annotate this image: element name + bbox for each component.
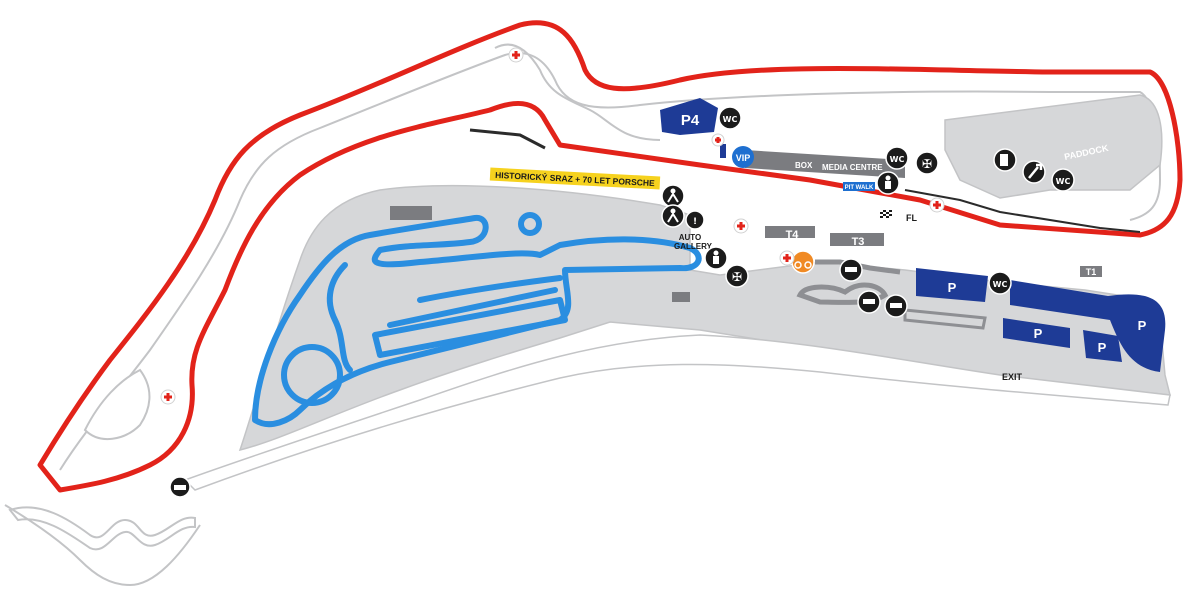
parking-p4: [660, 98, 718, 135]
car-icon: [720, 144, 726, 158]
karting-track: [796, 282, 889, 305]
checkered-flag-icon: [880, 210, 892, 218]
service-wrench-icon: [1022, 160, 1046, 184]
wc-icon: WC: [988, 271, 1012, 295]
restaurant-icon: ✠: [915, 151, 939, 175]
info-person-icon: !: [685, 210, 705, 230]
fl-label: FL: [906, 213, 917, 223]
info-person-icon: [876, 171, 900, 195]
go-kart-icon: [839, 258, 863, 282]
pit-exit-dark-line: [904, 189, 1141, 233]
info-person-icon: [704, 246, 728, 270]
svg-text:WC: WC: [890, 155, 905, 164]
outer-service-road: [8, 506, 196, 551]
grandstand-t4: [765, 226, 815, 238]
svg-text:WC: WC: [993, 280, 1008, 289]
parking-label-1: P: [948, 280, 957, 295]
car-icon: [169, 476, 191, 498]
exit-label: EXIT: [1002, 372, 1023, 382]
north-service-road: [494, 43, 661, 141]
media-centre-label: MEDIA CENTRE: [822, 163, 883, 172]
wc-icon: WC: [885, 146, 909, 170]
first-aid-icon: [160, 389, 176, 405]
wc-icon: WC: [718, 106, 742, 130]
parking-area-2: [1010, 280, 1166, 372]
infield-small-building: [672, 292, 690, 302]
south-access-road: [183, 334, 1171, 491]
first-aid-icon: [929, 197, 945, 213]
pit-walk-label: PIT WALK: [845, 185, 874, 191]
karting-straight: [903, 308, 987, 330]
paddock-area: [944, 94, 1163, 199]
svg-text:!: !: [693, 217, 697, 227]
parking-area-4: [1083, 330, 1122, 362]
first-aid-icon: [508, 47, 524, 63]
svg-text:✠: ✠: [922, 157, 932, 171]
wc-icon: WC: [1051, 168, 1075, 192]
parking-label-4: P: [1098, 340, 1107, 355]
pit-lane-dark-line: [469, 128, 546, 150]
go-kart-icon: [857, 290, 881, 314]
bicycle-icon: [791, 250, 815, 274]
parking-label-3: P: [1034, 326, 1043, 341]
infield-building: [390, 206, 432, 220]
restaurant-icon: ✠: [725, 264, 749, 288]
historic-event-banner: [489, 167, 661, 190]
parking-label-2: P: [1138, 318, 1147, 333]
svg-text:WC: WC: [723, 115, 738, 124]
first-aid-icon: [733, 218, 749, 234]
pit-walk-badge: [843, 182, 875, 191]
vip-badge: [732, 146, 754, 168]
historic-event-label: HISTORICKÝ SRAZ + 70 LET PORSCHE: [495, 169, 655, 188]
t1-label: T1: [1086, 267, 1097, 277]
infield-tarmac: [238, 184, 1171, 452]
track-outer-red-line: [37, 20, 1183, 493]
spectator-icon: [661, 204, 685, 228]
t4-label: T4: [786, 229, 800, 241]
box-label: BOX: [795, 161, 813, 170]
auto-gallery-label-line2: GALLERY: [674, 242, 713, 251]
grandstand-t3: [830, 233, 884, 246]
pit-building-strip: [745, 150, 905, 178]
polygon-training-area: [252, 212, 702, 428]
go-kart-icon: [884, 294, 908, 318]
p4-label: P4: [681, 112, 700, 129]
svg-text:WC: WC: [1056, 177, 1071, 186]
fuel-icon: [993, 148, 1017, 172]
first-aid-icon: [779, 250, 795, 266]
auto-gallery-label-line1: AUTO: [679, 233, 702, 242]
west-service-loop: [83, 368, 151, 441]
vip-label: VIP: [736, 153, 751, 163]
parking-area-3: [1003, 318, 1070, 348]
parking-area-1: [916, 268, 988, 302]
first-aid-icon: [711, 133, 725, 147]
southwest-road: [4, 504, 201, 587]
grandstand-t1: [1080, 266, 1102, 277]
spectator-icon: [661, 184, 685, 208]
t3-label: T3: [852, 236, 865, 248]
svg-text:✠: ✠: [732, 270, 742, 284]
